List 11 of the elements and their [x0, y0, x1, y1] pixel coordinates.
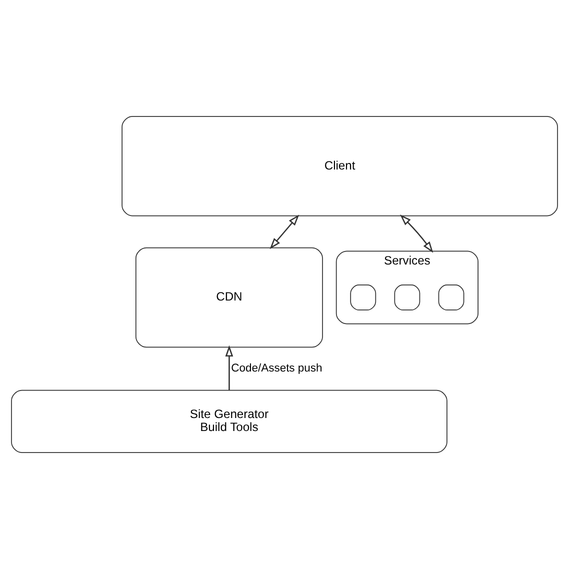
node-box: CDN [135, 246, 323, 348]
cluster: Services [336, 250, 478, 324]
node-box [438, 284, 464, 310]
node-box: Client [122, 116, 558, 216]
edge-label: Code/Assets push [231, 362, 322, 374]
arrow [400, 214, 434, 252]
node-box [394, 284, 420, 310]
arrow [270, 214, 300, 249]
node-box [350, 284, 376, 310]
node-box: Site Generator Build Tools [11, 389, 448, 452]
arrow [225, 344, 234, 390]
